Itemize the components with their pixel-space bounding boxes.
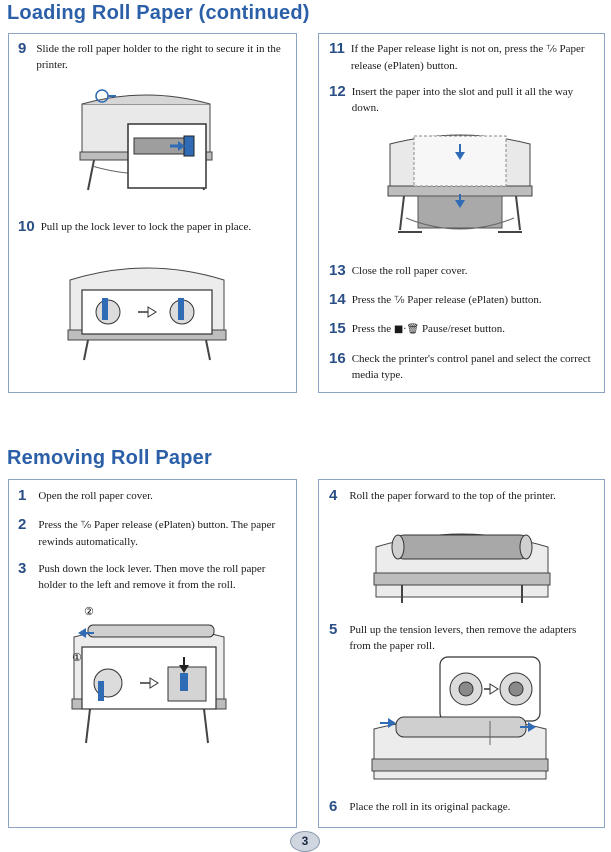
step-16: 16 Check the printer's control panel and… bbox=[329, 351, 595, 383]
step-text-start: Press the bbox=[351, 323, 392, 335]
step-number: 16 bbox=[329, 350, 346, 367]
step-text: Pull up the tension levers, then remove … bbox=[349, 624, 577, 652]
step-number: 15 bbox=[329, 320, 346, 337]
step-text: Close the roll paper cover. bbox=[351, 265, 468, 277]
printer-illustration-lock-lever bbox=[67, 267, 227, 361]
step-text-end: Paper release (ePlaten) button. The pape… bbox=[38, 519, 276, 548]
step-number: 9 bbox=[18, 40, 27, 57]
step-12: 12 Insert the paper into the slot and pu… bbox=[329, 84, 595, 116]
page-number: 3 bbox=[290, 831, 320, 852]
paper-release-icon: ⸆⁄₀ bbox=[80, 520, 92, 531]
step-text: Press the ⸆⁄₀ Paper release (ePlaten) bu… bbox=[352, 292, 542, 309]
printer-illustration-holder-right bbox=[79, 89, 213, 191]
step-text: Pull up the lock lever to lock the paper… bbox=[40, 221, 252, 233]
step-text: Open the roll paper cover. bbox=[38, 490, 153, 502]
step-text-start: Press the bbox=[38, 519, 78, 531]
step-9: 9 Slide the roll paper holder to the rig… bbox=[18, 41, 286, 73]
section-title-loading: Loading Roll Paper (continued) bbox=[7, 2, 310, 24]
step-r2: 2 Press the ⸆⁄₀ Paper release (ePlaten) … bbox=[18, 517, 286, 550]
step-r3: 3 Push down the lock lever. Then move th… bbox=[18, 561, 286, 593]
step-r5: 5 Pull up the tension levers, then remov… bbox=[329, 622, 595, 654]
step-11: 11 If the Paper release light is not on,… bbox=[329, 41, 595, 74]
step-text: Push down the lock lever. Then move the … bbox=[38, 563, 266, 591]
section-title-removing: Removing Roll Paper bbox=[7, 447, 212, 469]
step-14: 14 Press the ⸆⁄₀ Paper release (ePlaten)… bbox=[329, 292, 595, 309]
callout-one: ① bbox=[72, 651, 82, 664]
step-15: 15 Press the ■·🗑 Pause/reset button. bbox=[329, 321, 595, 338]
step-number: 1 bbox=[18, 487, 27, 504]
callout-two: ② bbox=[84, 605, 94, 618]
step-text: Place the roll in its original package. bbox=[349, 801, 511, 813]
step-13: 13 Close the roll paper cover. bbox=[329, 263, 595, 279]
step-text: Press the ⸆⁄₀ Paper release (ePlaten) bu… bbox=[38, 517, 286, 550]
step-number: 5 bbox=[329, 621, 338, 638]
step-text-start: Press the bbox=[351, 294, 392, 306]
step-number: 12 bbox=[329, 83, 346, 100]
step-number: 11 bbox=[329, 40, 345, 57]
step-number: 3 bbox=[18, 560, 27, 577]
printer-illustration-lock-lever-down: ② ① bbox=[71, 605, 227, 744]
step-number: 4 bbox=[329, 487, 338, 504]
step-text-end: Pause/reset button. bbox=[421, 323, 506, 335]
step-number: 10 bbox=[18, 218, 35, 235]
paper-release-icon: ⸆⁄₀ bbox=[546, 44, 557, 55]
step-text-end: Paper release (ePlaten) button. bbox=[350, 43, 585, 72]
step-number: 6 bbox=[329, 798, 338, 815]
step-number: 14 bbox=[329, 291, 346, 308]
step-text: Slide the roll paper holder to the right… bbox=[36, 43, 281, 71]
step-10: 10 Pull up the lock lever to lock the pa… bbox=[18, 219, 286, 235]
step-r6: 6 Place the roll in its original package… bbox=[329, 799, 595, 815]
printer-illustration-roll-forward bbox=[373, 533, 551, 603]
step-text-start: If the Paper release light is not on, pr… bbox=[350, 43, 544, 55]
step-text: Insert the paper into the slot and pull … bbox=[351, 86, 574, 114]
step-text: Roll the paper forward to the top of the… bbox=[349, 490, 556, 502]
step-text: Check the printer's control panel and se… bbox=[351, 353, 591, 381]
step-text-end: Paper release (ePlaten) button. bbox=[407, 294, 542, 306]
step-text: If the Paper release light is not on, pr… bbox=[351, 41, 595, 74]
printer-illustration-remove-adapters bbox=[371, 656, 549, 780]
step-r4: 4 Roll the paper forward to the top of t… bbox=[329, 488, 595, 504]
step-number: 13 bbox=[329, 262, 346, 279]
step-r1: 1 Open the roll paper cover. bbox=[18, 488, 286, 504]
pause-reset-icon: ■·🗑 bbox=[393, 324, 420, 335]
paper-release-icon: ⸆⁄₀ bbox=[393, 295, 405, 306]
step-text: Press the ■·🗑 Pause/reset button. bbox=[352, 321, 505, 338]
printer-illustration-insert-paper bbox=[387, 134, 533, 233]
step-number: 2 bbox=[18, 516, 27, 533]
